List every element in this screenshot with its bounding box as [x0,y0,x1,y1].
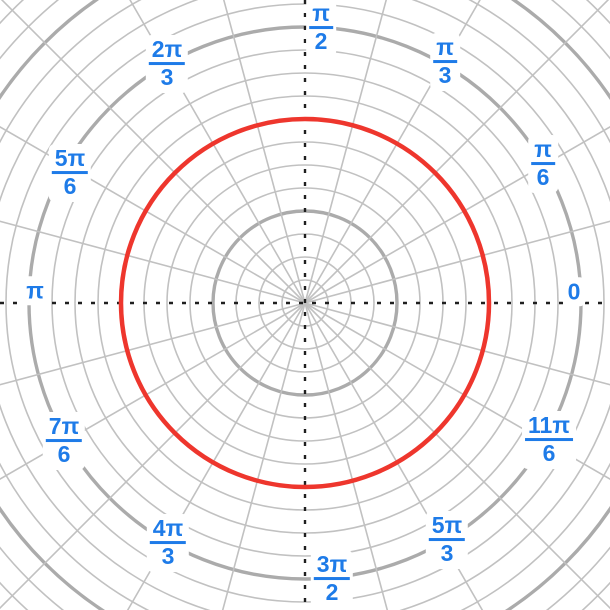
angle-label-pi: π [24,277,46,304]
fraction-denominator: 3 [161,543,175,570]
fraction-numerator: π [531,137,555,166]
fraction-numerator: π [309,1,333,30]
fraction-denominator: 3 [160,64,174,91]
fraction-denominator: 2 [314,28,328,55]
fraction-denominator: 6 [542,440,556,467]
grid-spoke [222,0,306,304]
fraction-numerator: 3π [313,552,351,581]
fraction-numerator: 11π [525,413,573,442]
grid-spoke [304,302,610,386]
fraction-numerator: 5π [51,146,89,175]
fraction-denominator: 6 [57,441,71,468]
fraction-numerator: π [433,35,457,64]
grid-spoke [304,220,610,304]
fraction-denominator: 3 [438,62,452,89]
grid-spoke [221,302,306,610]
fraction-numerator: 2π [148,37,186,66]
fraction-numerator: 7π [45,414,83,443]
grid-spoke [304,0,388,304]
grid-spoke [129,0,306,304]
red-circle-graph [118,116,492,490]
fraction-denominator: 6 [63,173,77,200]
grid-spoke [0,220,306,304]
fraction-denominator: 3 [440,540,454,567]
fraction-numerator: 4π [149,516,187,545]
grid-spoke [0,302,306,481]
grid-spoke [304,302,610,481]
grid-spoke [0,302,306,386]
angle-label-0: 0 [565,278,583,305]
grid-spoke [0,125,306,304]
grid-spoke [304,302,389,610]
fraction-denominator: 6 [536,164,550,191]
grid-spoke [0,0,306,304]
grid-spoke [304,125,610,304]
grid-spoke [304,0,481,304]
grid-spoke [304,0,610,304]
grid-spoke [0,302,306,610]
grid-spoke [126,302,306,610]
fraction-denominator: 2 [325,579,339,606]
grid-spoke [304,302,484,610]
angle-label-text: π [26,277,44,304]
grid-spoke [304,302,610,610]
fraction-numerator: 5π [428,513,466,542]
angle-label-text: 0 [567,278,581,305]
